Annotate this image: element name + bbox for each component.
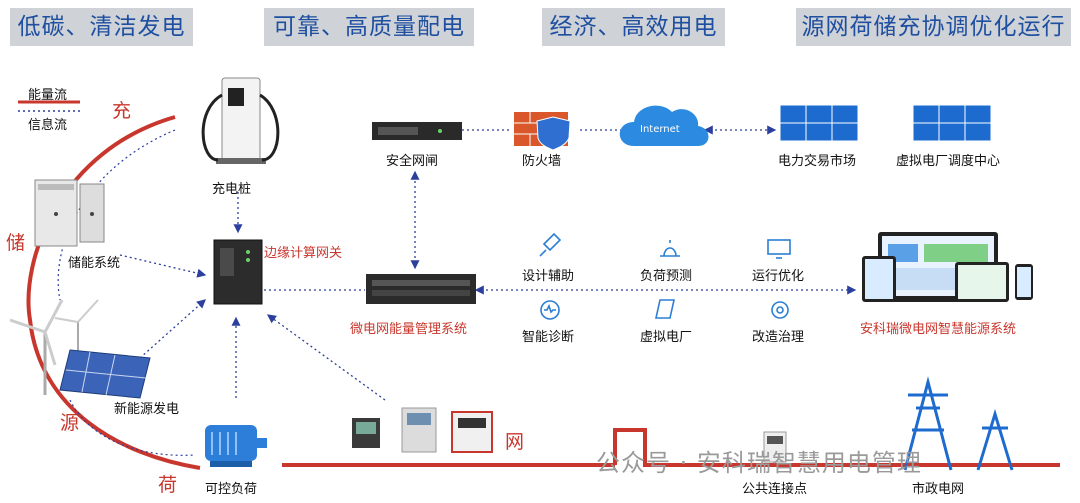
legend-energy-flow: 能量流 [28, 88, 68, 103]
header-coordinated-operation: 源网荷储充协调优化运行 [796, 8, 1071, 46]
function-virtual-power-plant: 虚拟电厂 [640, 330, 693, 345]
meter-devices-drawing [352, 407, 493, 453]
header-low-carbon: 低碳、清洁发电 [10, 8, 193, 46]
internet-cloud-drawing [619, 105, 709, 146]
security-gateway-drawing [372, 122, 462, 140]
video-wall-drawing [779, 104, 992, 142]
label-edge-gateway: 边缘计算网关 [264, 246, 343, 261]
wind-solar-drawing [9, 299, 151, 399]
label-renewable: 新能源发电 [114, 402, 180, 417]
charging-pile-drawing [201, 77, 280, 164]
watermark-text: 公众号 · 安科瑞智慧用电管理 [596, 449, 922, 477]
function-smart-diagnosis: 智能诊断 [522, 330, 575, 345]
storage-cabinet-drawing [34, 179, 105, 247]
label-acrel-system: 安科瑞微电网智慧能源系统 [860, 322, 1017, 337]
label-controllable-load: 可控负荷 [205, 482, 258, 497]
label-pcc: 公共连接点 [742, 482, 808, 497]
caption-chu: 储 [6, 232, 26, 254]
label-internet: Internet [640, 124, 680, 135]
label-firewall: 防火墙 [522, 154, 562, 169]
energy-bus-right [613, 428, 1060, 467]
label-vpp-center: 虚拟电厂调度中心 [896, 154, 1001, 169]
caption-chong: 充 [112, 100, 132, 122]
label-storage-system: 储能系统 [68, 256, 121, 271]
caption-he: 荷 [158, 474, 178, 496]
caption-yuan: 源 [60, 412, 80, 434]
acrel-screens-drawing [862, 232, 1033, 302]
label-ems: 微电网能量管理系统 [350, 322, 468, 337]
function-load-forecast: 负荷预测 [640, 269, 693, 284]
label-grid: 市政电网 [912, 482, 965, 497]
ems-rack-drawing [366, 274, 476, 304]
edge-gateway-drawing [213, 239, 263, 305]
energy-arc-outer [26, 115, 201, 470]
function-retrofit-governance: 改造治理 [752, 330, 805, 345]
motor-drawing [205, 425, 267, 467]
header-efficient-consumption: 经济、高效用电 [542, 8, 725, 46]
legend-info-flow: 信息流 [28, 118, 68, 133]
label-charging-pile: 充电桩 [212, 182, 252, 197]
firewall-drawing [514, 112, 571, 151]
label-security-gateway: 安全网闸 [386, 154, 439, 169]
caption-wang: 网 [505, 431, 525, 453]
label-power-market: 电力交易市场 [778, 154, 857, 169]
header-reliable-distribution: 可靠、高质量配电 [264, 8, 474, 46]
function-operation-optimization: 运行优化 [752, 269, 805, 284]
info-arc-lower [69, 399, 196, 456]
pcc-meter-drawing [763, 431, 787, 463]
function-design-assist: 设计辅助 [522, 269, 575, 284]
grid-tower-drawing [903, 376, 1014, 471]
function-icons [539, 232, 791, 320]
info-arc-upper [57, 129, 176, 301]
